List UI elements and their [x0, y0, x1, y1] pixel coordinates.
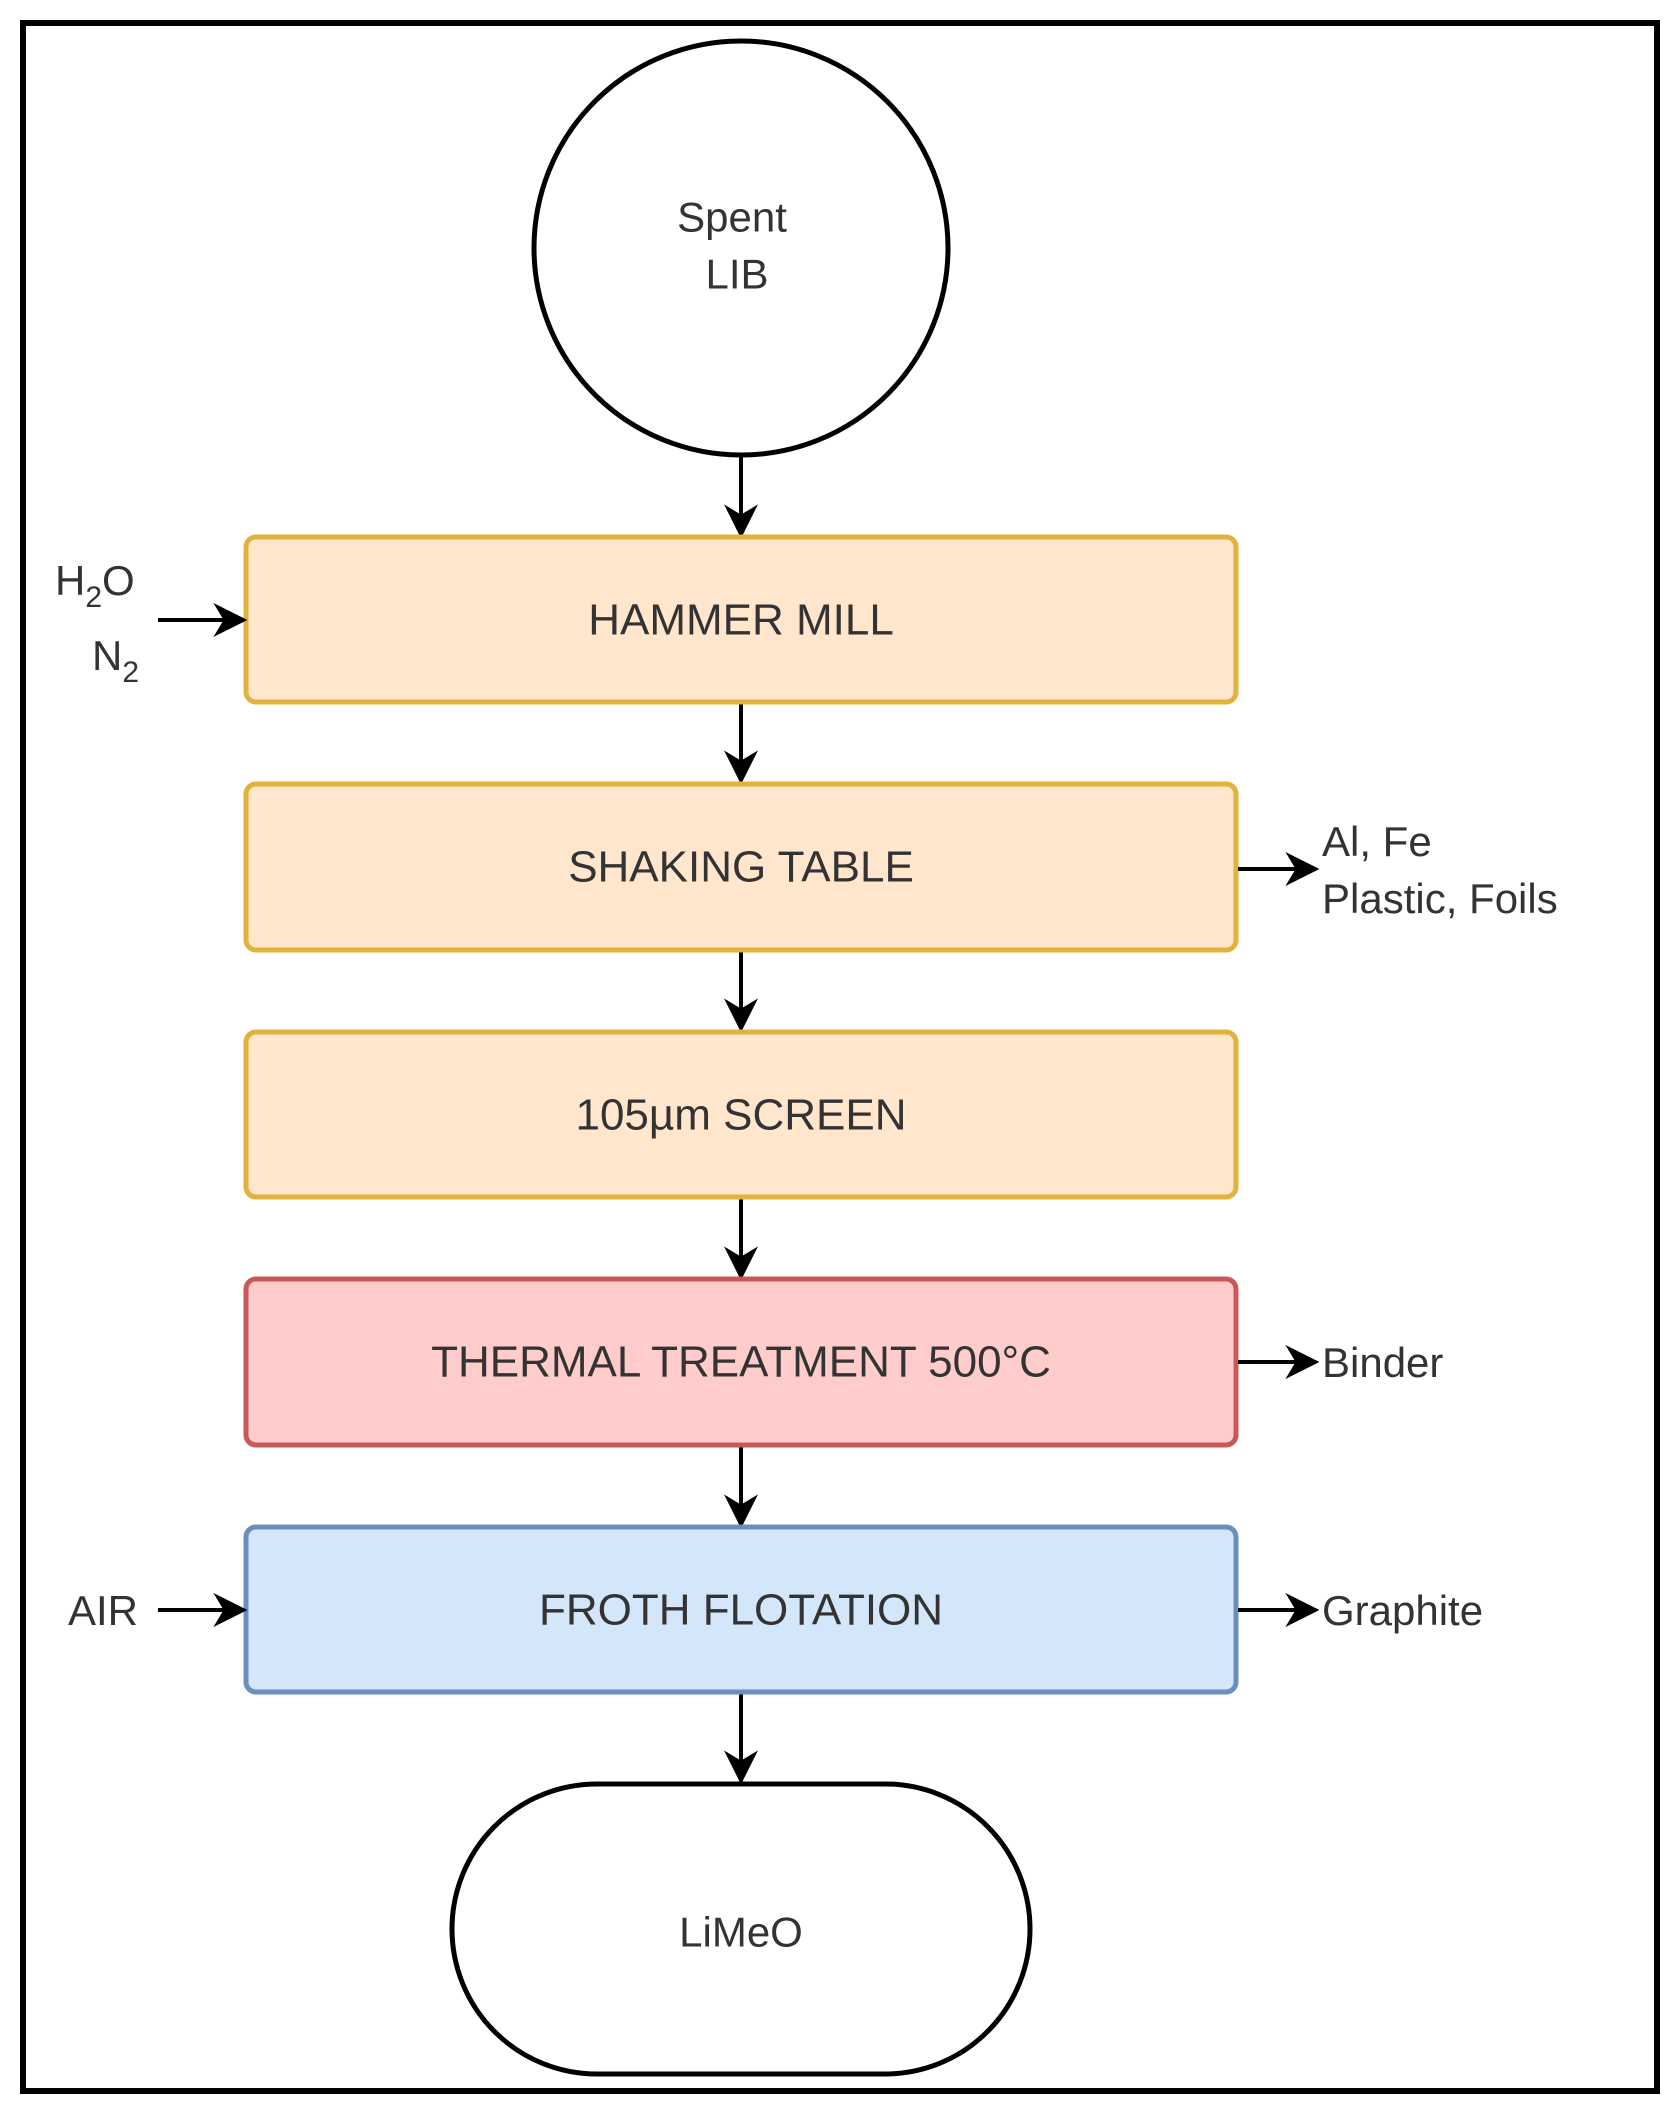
output-shaking-table: Al, Fe Plastic, Foils [1238, 818, 1558, 922]
step-hammer-mill: HAMMER MILL [243, 534, 1239, 705]
step-label: SHAKING TABLE [568, 843, 914, 892]
output-plastics-label: Plastic, Foils [1322, 875, 1558, 922]
output-binder-label: Binder [1322, 1339, 1443, 1386]
input-air-label: AIR [68, 1587, 138, 1634]
start-circle [531, 38, 951, 458]
input-nitrogen-label: N2 [92, 632, 139, 689]
step-froth-flotation: FROTH FLOTATION [243, 1524, 1239, 1695]
step-box [243, 1276, 1239, 1448]
start-label-line1: Spent [677, 194, 787, 241]
end-node: LiMeO [449, 1781, 1033, 2077]
step-label: THERMAL TREATMENT 500°C [431, 1338, 1051, 1387]
output-froth-flotation: Graphite [1238, 1587, 1483, 1634]
end-terminator [449, 1781, 1033, 2077]
input-froth-flotation: AIR [68, 1587, 248, 1634]
step-box [243, 1029, 1239, 1200]
step-thermal-treatment: THERMAL TREATMENT 500°C [243, 1276, 1239, 1448]
step-shaking-table: SHAKING TABLE [243, 781, 1239, 953]
end-label: LiMeO [679, 1909, 803, 1956]
input-hammer-mill: H2O N2 [55, 557, 248, 689]
step-screen: 105µm SCREEN [243, 1029, 1239, 1200]
input-water-label: H2O [55, 557, 135, 614]
start-label-line2: LIB [705, 251, 768, 298]
output-graphite-label: Graphite [1322, 1587, 1483, 1634]
step-box [243, 781, 1239, 953]
output-metals-label: Al, Fe [1322, 818, 1432, 865]
step-label: HAMMER MILL [588, 596, 894, 645]
output-thermal-treatment: Binder [1238, 1339, 1443, 1386]
start-node: Spent LIB [531, 38, 951, 458]
step-label: FROTH FLOTATION [539, 1586, 943, 1635]
step-label: 105µm SCREEN [575, 1091, 906, 1140]
